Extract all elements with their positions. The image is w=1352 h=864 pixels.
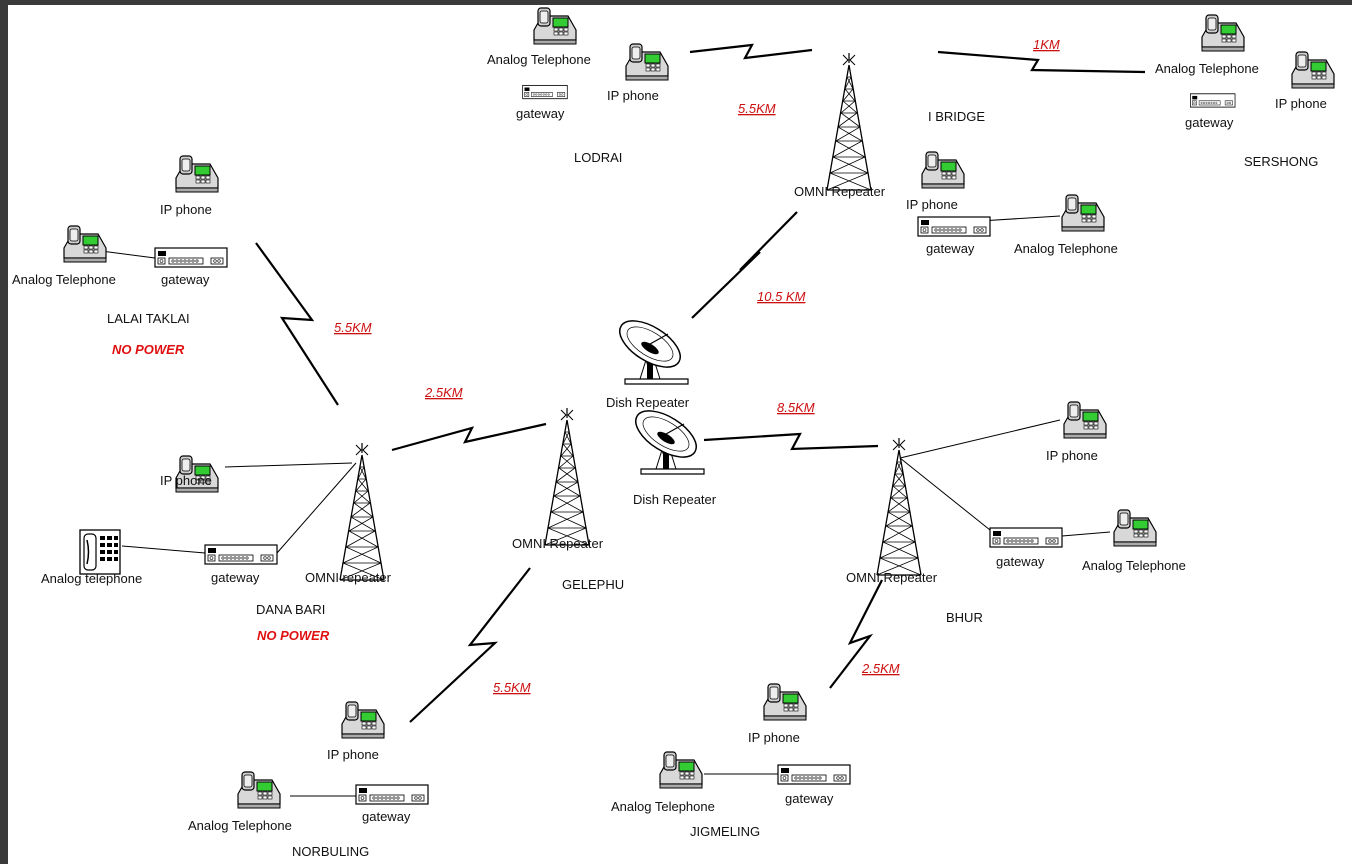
site-sershong: SERSHONG [1244,154,1318,169]
link-bhur-jigmeling [829,579,883,689]
site-lodrai: LODRAI [574,150,622,165]
link-lalai-danabari [255,242,339,406]
omni-repeater-gelephu-tower-icon [544,407,590,546]
ibridge-omni-label: OMNI Repeater [794,184,886,199]
ibridge-analog-label: Analog Telephone [1014,241,1118,256]
lalai-gateway-icon [154,247,228,268]
sershong-analog-phone-icon [1201,14,1245,52]
lalai-gateway-label: gateway [161,272,210,287]
danabari-gateway-icon [204,544,278,565]
link-lodrai-ibridge [689,43,813,60]
bhur-gateway-icon [989,527,1063,548]
sershong-ip-label: IP phone [1275,96,1327,111]
site-lalai-taklai: LALAI TAKLAI [107,311,190,326]
sershong-analog-label: Analog Telephone [1155,61,1259,76]
sershong-gateway-icon [1189,93,1236,108]
ibridge-gateway-icon [917,216,991,237]
distance-gelephu-bhur: 8.5KM [777,400,815,415]
bhur-analog-phone-icon [1113,509,1157,547]
lodrai-analog-phone-icon [533,7,577,45]
link-gelephu-norbuling [409,567,531,723]
distance-lalai-danabari: 5.5KM [334,320,372,335]
dish-bottom-label: Dish Repeater [633,492,717,507]
danabari-omni-label: OMNI repeater [305,570,392,585]
lalai-analog-phone-icon [63,225,107,263]
network-diagram: Analog Telephone IP phone gateway Analog… [8,5,1352,864]
norbuling-gateway-label: gateway [362,809,411,824]
jigmeling-gateway-label: gateway [785,791,834,806]
bhur-gateway-label: gateway [996,554,1045,569]
distance-lodrai-ibridge: 5.5KM [738,101,776,116]
bhur-ip-phone-icon [1063,401,1107,439]
omni-repeater-ibridge-tower-icon [826,52,872,191]
dish-repeater-top-icon [611,310,689,385]
link-gelephu-bhur [703,432,879,451]
jigmeling-ip-label: IP phone [748,730,800,745]
lalai-ip-label: IP phone [160,202,212,217]
lodrai-gateway-icon [522,84,568,100]
danabari-gateway-label: gateway [211,570,260,585]
danabari-analog-old-phone-icon [79,529,121,575]
link-ibridge-sershong [937,50,1146,74]
ibridge-ip-label: IP phone [906,197,958,212]
sershong-gateway-label: gateway [1185,115,1234,130]
distance-ibridge-gelephu: 10.5 KM [757,289,806,304]
omni-repeater-bhur-tower-icon [876,437,922,576]
lalai-analog-label: Analog Telephone [12,272,116,287]
jigmeling-analog-phone-icon [659,751,703,789]
ibridge-analog-phone-icon [1061,194,1105,232]
link-ibridge-gelephu [691,211,798,319]
site-gelephu: GELEPHU [562,577,624,592]
site-i-bridge: I BRIDGE [928,109,985,124]
ibridge-ip-phone-icon [921,151,965,189]
distance-danabari-gelephu: 2.5KM [424,385,463,400]
norbuling-analog-label: Analog Telephone [188,818,292,833]
distance-gelephu-norbuling: 5.5KM [493,680,531,695]
dish-repeater-bottom-icon [627,400,705,475]
lodrai-gateway-label: gateway [516,106,565,121]
site-norbuling: NORBULING [292,844,369,859]
jigmeling-gateway-icon [777,764,851,785]
distance-ibridge-sershong: 1KM [1033,37,1060,52]
site-bhur: BHUR [946,610,983,625]
jigmeling-ip-phone-icon [763,683,807,721]
wired-links [100,215,1111,797]
link-danabari-gelephu [391,422,547,452]
sershong-ip-phone-icon [1291,51,1335,89]
lalai-no-power-warning: NO POWER [112,342,185,357]
dish-top-label: Dish Repeater [606,395,690,410]
norbuling-analog-phone-icon [237,771,281,809]
jigmeling-analog-label: Analog Telephone [611,799,715,814]
site-dana-bari: DANA BARI [256,602,325,617]
bhur-ip-label: IP phone [1046,448,1098,463]
radio-links [255,43,1146,723]
lalai-ip-phone-icon [175,155,219,193]
lodrai-analog-label: Analog Telephone [487,52,591,67]
ibridge-gateway-label: gateway [926,241,975,256]
danabari-ip-label: IP phone [160,473,212,488]
bhur-omni-label: OMNI Repeater [846,570,938,585]
bhur-analog-label: Analog Telephone [1082,558,1186,573]
lodrai-ip-phone-icon [625,43,669,81]
norbuling-ip-phone-icon [341,701,385,739]
danabari-analog-label: Analog telephone [41,571,142,586]
distance-bhur-jigmeling: 2.5KM [861,661,900,676]
danabari-no-power-warning: NO POWER [257,628,330,643]
lodrai-ip-label: IP phone [607,88,659,103]
gelephu-omni-label: OMNI Repeater [512,536,604,551]
norbuling-gateway-icon [355,784,429,805]
site-jigmeling: JIGMELING [690,824,760,839]
norbuling-ip-label: IP phone [327,747,379,762]
